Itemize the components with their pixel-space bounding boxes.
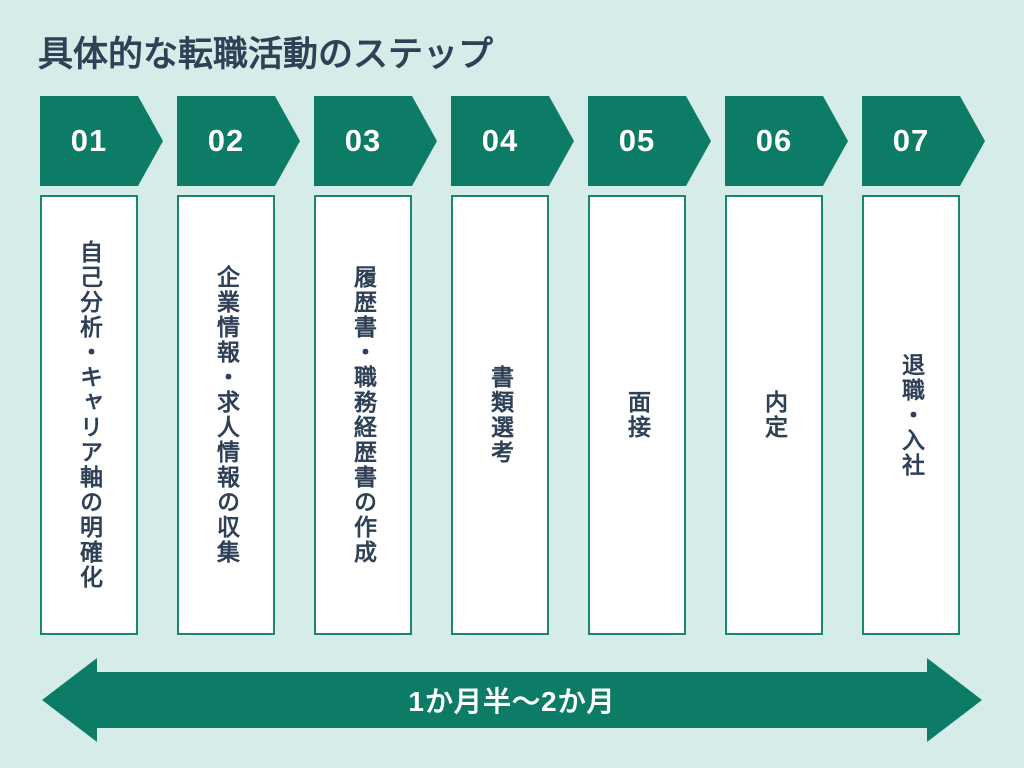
timeline-double-arrow: 1か月半〜2か月 <box>42 658 982 742</box>
step-chevron-arrow: 07 <box>862 96 985 186</box>
step-chevron-arrow: 02 <box>177 96 300 186</box>
step-label: 内定 <box>761 390 788 440</box>
timeline-label: 1か月半〜2か月 <box>408 686 616 717</box>
step-number: 04 <box>481 123 519 158</box>
page-title: 具体的な転職活動のステップ <box>38 35 494 74</box>
step-box: 面接 <box>588 195 686 635</box>
step-label: 履歴書・職務経歴書の作成 <box>350 265 377 565</box>
step-box: 書類選考 <box>451 195 549 635</box>
step-chevron-arrow: 01 <box>40 96 163 186</box>
step-number: 03 <box>344 123 382 158</box>
arrow-right-icon <box>927 658 982 742</box>
step-number: 05 <box>618 123 656 158</box>
arrow-left-icon <box>42 658 97 742</box>
step-label: 書類選考 <box>487 365 514 465</box>
step-column-3: 03 履歴書・職務経歴書の作成 <box>314 96 437 635</box>
step-column-2: 02 企業情報・求人情報の収集 <box>177 96 300 635</box>
step-column-6: 06 内定 <box>725 96 848 635</box>
step-box: 企業情報・求人情報の収集 <box>177 195 275 635</box>
step-chevron-arrow: 04 <box>451 96 574 186</box>
steps-row: 01 自己分析・キャリア軸の明確化 02 企業情報・求人情報の収集 03 履歴書… <box>40 96 985 635</box>
step-box: 退職・入社 <box>862 195 960 635</box>
step-column-7: 07 退職・入社 <box>862 96 985 635</box>
step-label: 面接 <box>624 390 651 440</box>
step-label: 企業情報・求人情報の収集 <box>213 265 240 565</box>
step-number: 01 <box>70 123 108 158</box>
step-chevron-arrow: 03 <box>314 96 437 186</box>
step-column-1: 01 自己分析・キャリア軸の明確化 <box>40 96 163 635</box>
step-box: 内定 <box>725 195 823 635</box>
step-label: 自己分析・キャリア軸の明確化 <box>76 240 103 590</box>
step-box: 履歴書・職務経歴書の作成 <box>314 195 412 635</box>
step-chevron-arrow: 05 <box>588 96 711 186</box>
step-label: 退職・入社 <box>898 352 925 478</box>
step-number: 07 <box>892 123 930 158</box>
step-column-4: 04 書類選考 <box>451 96 574 635</box>
step-number: 06 <box>755 123 793 158</box>
step-column-5: 05 面接 <box>588 96 711 635</box>
step-number: 02 <box>207 123 245 158</box>
step-box: 自己分析・キャリア軸の明確化 <box>40 195 138 635</box>
timeline-arrow-body: 1か月半〜2か月 <box>97 672 927 728</box>
step-chevron-arrow: 06 <box>725 96 848 186</box>
